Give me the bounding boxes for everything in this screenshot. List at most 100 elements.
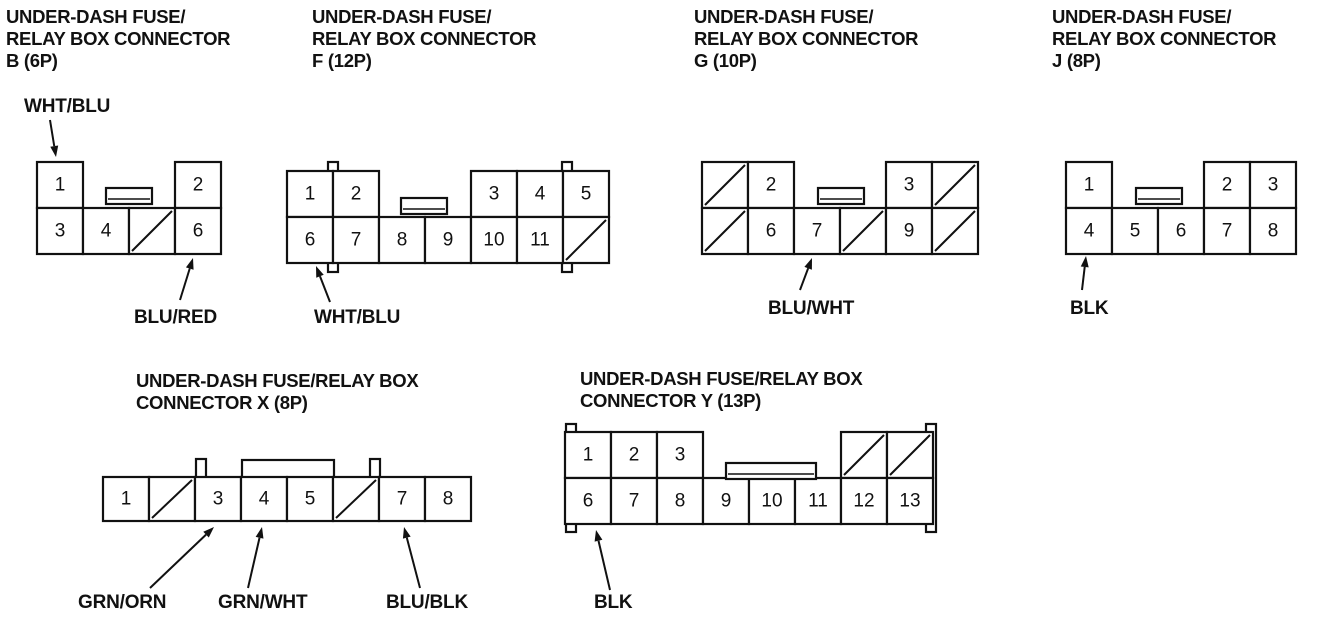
arrow-j-pin4-arrowhead (1080, 256, 1089, 268)
pin-cavity (331, 169, 381, 219)
pin-number: 2 (629, 445, 640, 466)
pin-number: 1 (583, 445, 594, 466)
pin-cavity (885, 476, 935, 526)
pin-number: 8 (1268, 221, 1279, 242)
pin-cavity (377, 215, 427, 265)
connector-j-title: UNDER-DASH FUSE/ RELAY BOX CONNECTOR J (… (1052, 6, 1277, 72)
pin-cavity (285, 475, 335, 523)
pin-number: 9 (904, 221, 915, 242)
pin-cavity (839, 476, 889, 526)
blank-cavity-slash (889, 434, 931, 476)
title-line: G (10P) (694, 50, 757, 71)
blank-cavity-slash (131, 210, 173, 252)
title-line: UNDER-DASH FUSE/ (694, 6, 874, 27)
arrow-g-pin7-arrowhead (804, 258, 812, 270)
title-line: B (6P) (6, 50, 58, 71)
pin-number: 3 (489, 184, 500, 205)
connector-b-title: UNDER-DASH FUSE/ RELAY BOX CONNECTOR B (… (6, 6, 231, 72)
pin-number: 3 (904, 175, 915, 196)
pin-cavity (1064, 206, 1114, 256)
pin-number: 8 (443, 489, 454, 510)
wire-label-x-pin3: GRN/ORN (78, 592, 167, 613)
pin-number: 12 (853, 491, 874, 512)
pin-cavity (469, 215, 519, 265)
blank-cavity-slash (565, 219, 607, 261)
arrow-b-pin6-arrowhead (185, 258, 194, 270)
title-line: UNDER-DASH FUSE/RELAY BOX (580, 368, 863, 389)
blank-cavity-slash (335, 479, 377, 519)
title-line: CONNECTOR X (8P) (136, 392, 308, 413)
title-line: F (12P) (312, 50, 372, 71)
title-line: J (8P) (1052, 50, 1101, 71)
locking-tab (104, 186, 154, 206)
pin-number: 11 (808, 491, 828, 512)
pin-number: 2 (766, 175, 777, 196)
pin-number: 5 (1130, 221, 1141, 242)
pin-number: 2 (193, 175, 204, 196)
pin-cavity (884, 206, 934, 256)
pin-number: 2 (1222, 175, 1233, 196)
wire-label-f-pin6: WHT/BLU (314, 307, 401, 328)
wire-label-x-pin4: GRN/WHT (218, 592, 308, 613)
arrow-x-pin7-arrowhead (402, 527, 411, 539)
pin-number: 13 (899, 491, 920, 512)
locking-tab (724, 461, 818, 481)
connector-g-title: UNDER-DASH FUSE/ RELAY BOX CONNECTOR G (… (694, 6, 919, 72)
pin-number: 6 (1176, 221, 1187, 242)
pin-cavity (35, 206, 85, 256)
pin-number: 1 (1084, 175, 1095, 196)
arrow-x-pin4-arrowhead (255, 527, 264, 539)
locking-tab (399, 196, 449, 216)
pin-number: 8 (397, 230, 408, 251)
pin-number: 3 (1268, 175, 1279, 196)
pin-number: 2 (351, 184, 362, 205)
pin-cavity (655, 476, 705, 526)
wire-label-j-pin4: BLK (1070, 298, 1109, 319)
title-line: UNDER-DASH FUSE/RELAY BOX (136, 370, 419, 391)
connector-f-title: UNDER-DASH FUSE/ RELAY BOX CONNECTOR F (… (312, 6, 537, 72)
pin-number: 4 (101, 221, 112, 242)
pin-number: 7 (397, 489, 408, 510)
arrow-b-pin6-leader (179, 268, 191, 301)
pin-number: 6 (193, 221, 204, 242)
pin-number: 6 (583, 491, 594, 512)
pin-number: 9 (721, 491, 732, 512)
pin-number: 1 (305, 184, 316, 205)
blank-cavity-slash (151, 479, 193, 519)
pin-cavity (285, 169, 335, 219)
blank-cavity-slash (704, 210, 746, 252)
wire-label-g-pin7: BLU/WHT (768, 298, 855, 319)
arrow-y-pin6-arrowhead (594, 530, 603, 542)
pin-cavity (193, 475, 243, 523)
blank-cavity-slash (934, 164, 976, 206)
pin-cavity (423, 215, 473, 265)
arrow-x-pin3-arrowhead (203, 527, 214, 538)
pin-number: 1 (121, 489, 132, 510)
blank-cavity-slash (842, 210, 884, 252)
pin-cavity (1110, 206, 1160, 256)
locking-tab (816, 186, 866, 206)
wire-label-x-pin7: BLU/BLK (386, 592, 468, 613)
blank-cavity-slash (704, 164, 746, 206)
pin-number: 3 (675, 445, 686, 466)
title-line: CONNECTOR Y (13P) (580, 390, 761, 411)
connector-y-title: UNDER-DASH FUSE/RELAY BOX CONNECTOR Y (1… (580, 368, 863, 412)
pin-cavity (1248, 160, 1298, 210)
pin-cavity (377, 475, 427, 523)
arrow-y-pin6-leader (597, 540, 611, 591)
title-line: RELAY BOX CONNECTOR (6, 28, 231, 49)
arrow-g-pin7-leader (799, 267, 810, 291)
pin-number: 10 (483, 230, 504, 251)
title-line: UNDER-DASH FUSE/ (6, 6, 186, 27)
pin-number: 4 (1084, 221, 1095, 242)
blank-cavity-slash (843, 434, 885, 476)
pin-number: 7 (629, 491, 640, 512)
arrow-x-pin7-leader (405, 537, 421, 589)
wire-label-b-pin6: BLU/RED (134, 307, 218, 328)
pin-number: 7 (351, 230, 362, 251)
pin-cavity (746, 160, 796, 210)
pin-cavity (1248, 206, 1298, 256)
arrow-f-pin6-leader (319, 275, 331, 303)
wire-label-b-pin1: WHT/BLU (24, 96, 111, 117)
